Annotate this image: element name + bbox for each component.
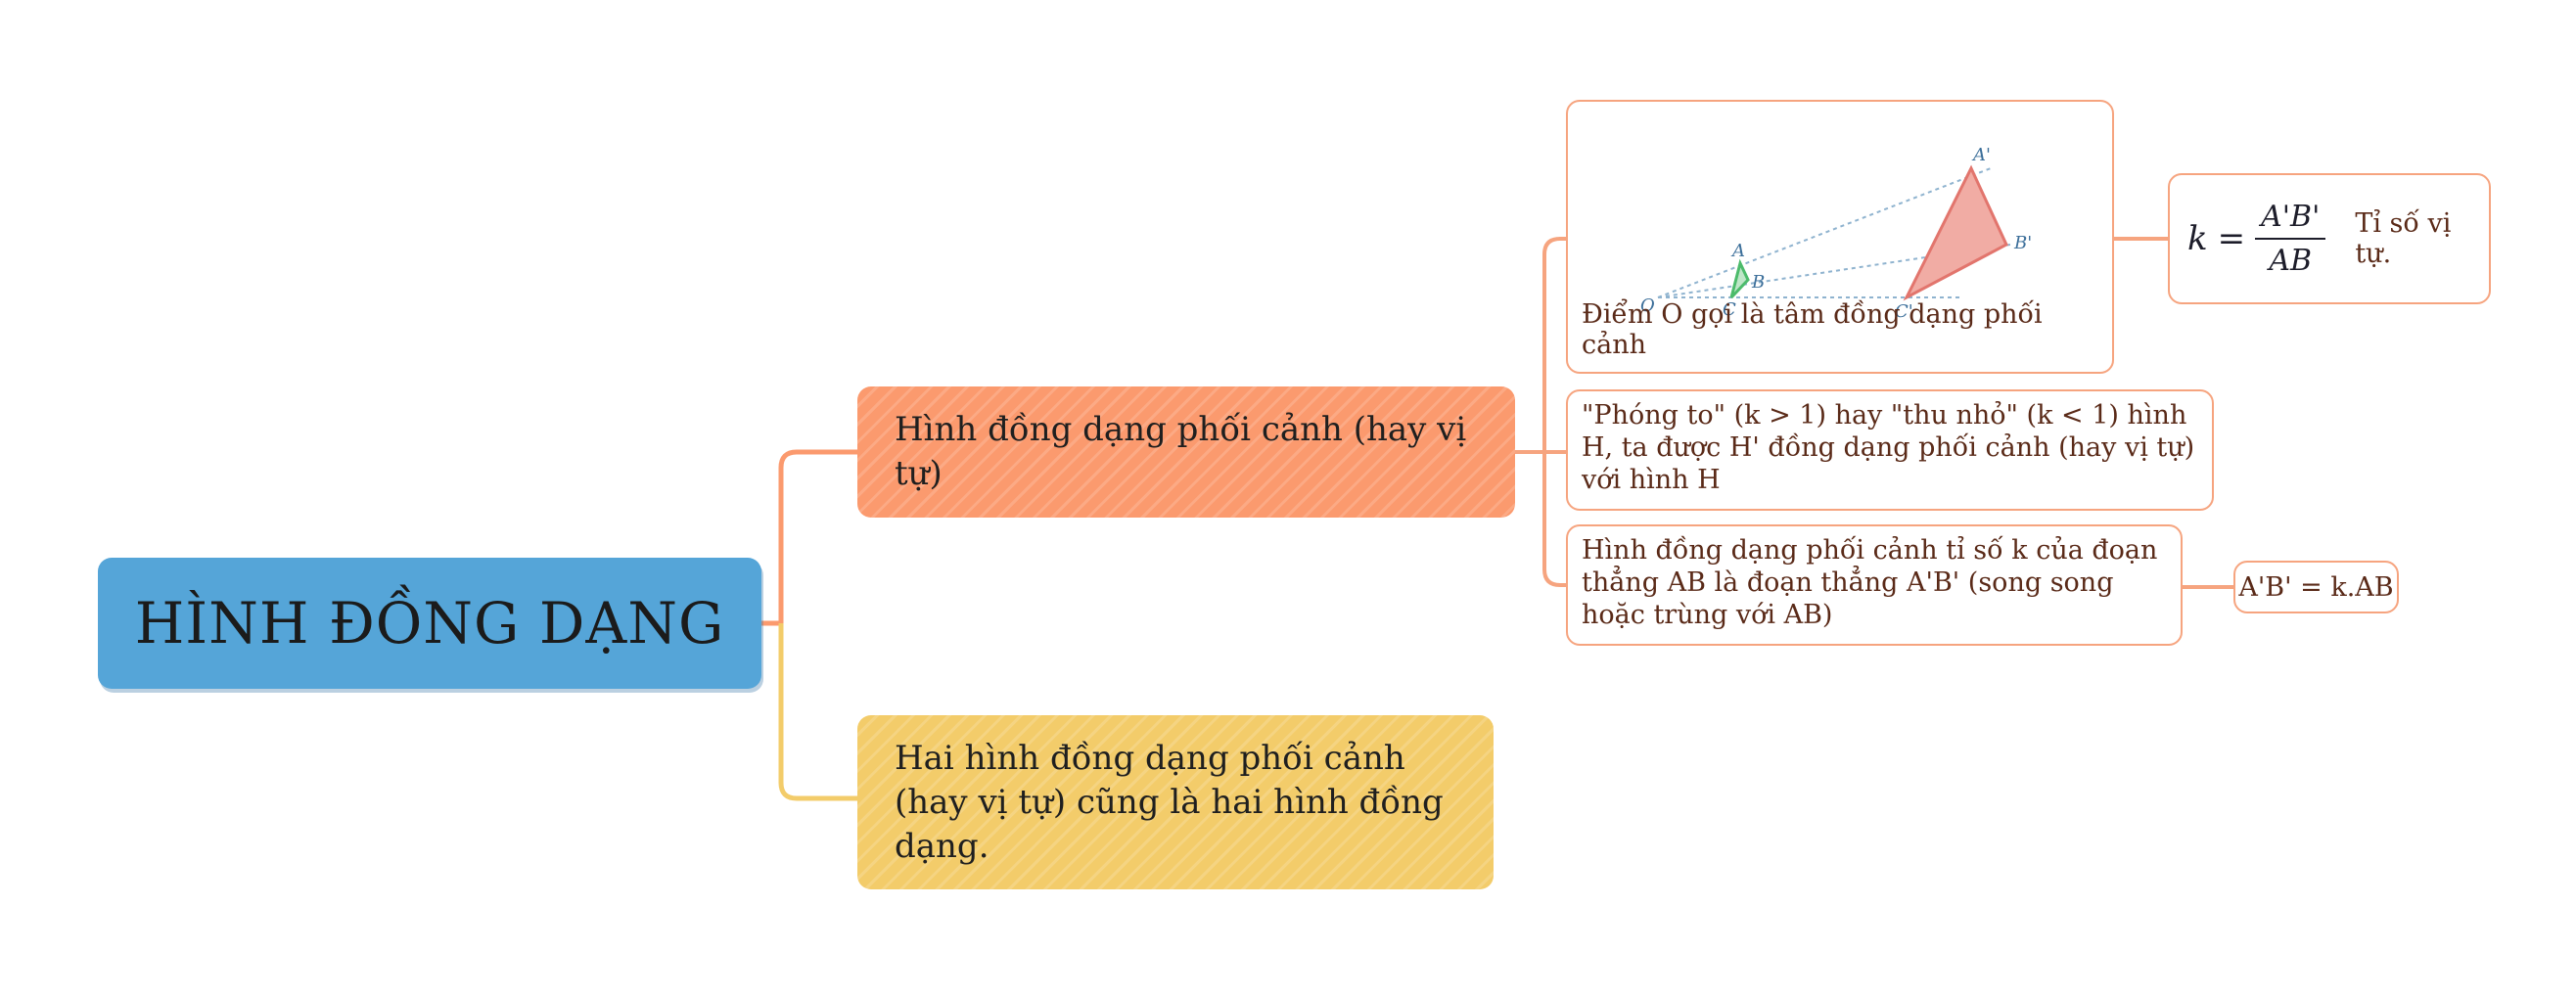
point-a-label: A — [1730, 241, 1745, 261]
point-b-prime-label: B' — [2013, 233, 2032, 253]
similar-branch-node[interactable]: Hai hình đồng dạng phối cảnh (hay vị tự)… — [857, 715, 1494, 889]
ratio-equals: = — [2217, 219, 2246, 258]
segment-node[interactable]: Hình đồng dạng phối cảnh tỉ số k của đoạ… — [1566, 524, 2183, 646]
ratio-formula: k = A'B' AB — [2187, 200, 2326, 278]
point-b-label: B — [1751, 272, 1765, 293]
ratio-fraction: A'B' AB — [2255, 200, 2326, 278]
perspective-branch-node[interactable]: Hình đồng dạng phối cảnh (hay vị tự) — [857, 386, 1515, 518]
point-c-label: C — [1723, 299, 1736, 320]
root-node[interactable]: HÌNH ĐỒNG DẠNG — [98, 558, 761, 689]
root-label: HÌNH ĐỒNG DẠNG — [134, 590, 725, 657]
small-triangle — [1729, 258, 1750, 299]
segment-text: Hình đồng dạng phối cảnh tỉ số k của đoạ… — [1582, 535, 2158, 630]
point-c-prime-label: C' — [1895, 301, 1913, 322]
point-o-label: O — [1640, 295, 1655, 316]
ratio-label: Tỉ số vị tự. — [2355, 208, 2452, 269]
ratio-k: k — [2187, 219, 2208, 258]
ratio-numerator: A'B' — [2255, 200, 2326, 240]
similar-branch-label: Hai hình đồng dạng phối cảnh (hay vị tự)… — [895, 738, 1444, 866]
segment-formula-text: A'B' = k.AB — [2238, 571, 2394, 603]
center-figure-node[interactable]: O A B C A' B' C' Điểm O gọi là tâm đồng … — [1566, 100, 2114, 374]
zoom-node[interactable]: "Phóng to" (k > 1) hay "thu nhỏ" (k < 1)… — [1566, 389, 2214, 511]
zoom-text: "Phóng to" (k > 1) hay "thu nhỏ" (k < 1)… — [1582, 400, 2195, 495]
point-a-prime-label: A' — [1971, 145, 1991, 165]
center-caption: Điểm O gọi là tâm đồng dạng phối cảnh — [1582, 299, 2043, 360]
large-triangle — [1903, 164, 2008, 301]
perspective-figure: O A B C A' B' C' — [1640, 145, 2032, 322]
segment-formula-node[interactable]: A'B' = k.AB — [2233, 561, 2399, 613]
ratio-node[interactable]: k = A'B' AB Tỉ số vị tự. — [2168, 173, 2491, 304]
ratio-denominator: AB — [2269, 244, 2313, 278]
perspective-branch-label: Hình đồng dạng phối cảnh (hay vị tự) — [895, 410, 1467, 493]
